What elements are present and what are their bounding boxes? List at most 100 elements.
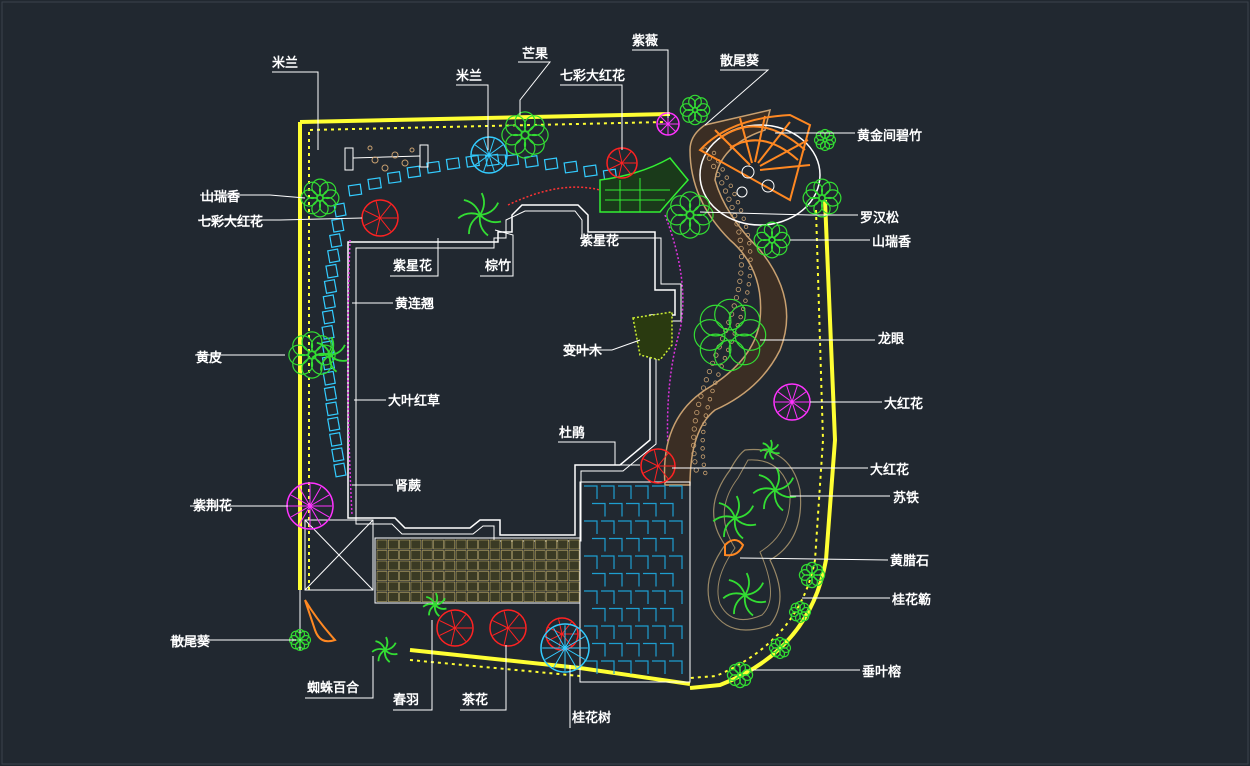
palm-symbol <box>422 592 447 617</box>
label-spider-lily: 蜘蛛百合 <box>307 680 360 696</box>
pool-tile <box>626 642 640 657</box>
paver <box>410 560 422 571</box>
pool-tile <box>660 642 674 657</box>
stepping-stone <box>322 370 336 386</box>
gravel-dot <box>738 262 745 268</box>
gravel-dot <box>713 352 719 358</box>
paver <box>534 539 546 550</box>
paver <box>523 571 535 581</box>
paver <box>557 592 569 602</box>
paver <box>433 581 444 592</box>
paver <box>455 560 467 571</box>
pool-tile <box>618 485 632 499</box>
gravel-dot <box>707 396 713 402</box>
label-podocarpus: 罗汉松 <box>860 210 899 226</box>
leader-line <box>518 61 552 115</box>
gravel-dot <box>747 273 753 279</box>
pool-tile <box>609 642 623 657</box>
label-bauhinia: 紫荆花 <box>193 498 232 514</box>
paver <box>478 539 490 550</box>
shrub-symbol <box>300 178 340 218</box>
gravel-dot <box>706 368 713 375</box>
paver <box>455 550 467 560</box>
pool-tile <box>626 502 640 517</box>
gravel-dot <box>733 295 740 301</box>
pool-tile <box>592 642 606 657</box>
shrub-symbol <box>753 221 791 259</box>
label-tradescantia-left: 紫星花 <box>393 258 432 274</box>
paver <box>421 560 433 571</box>
leader-line <box>456 84 489 150</box>
gravel-dot <box>694 409 700 416</box>
pool-tile <box>609 537 623 552</box>
gravel-dot <box>747 249 753 254</box>
label-duranta: 黄连翘 <box>395 296 434 312</box>
leader-line <box>632 49 669 118</box>
pool-tile <box>592 607 606 622</box>
leader-line <box>390 238 439 277</box>
stepping-stone <box>347 183 363 197</box>
brick-terrace-edge <box>374 537 581 604</box>
paver <box>376 560 388 571</box>
gravel-dot <box>748 265 753 271</box>
paver <box>523 581 535 592</box>
pool-tile <box>643 607 657 622</box>
gravel-dot <box>696 401 702 407</box>
stepping-stone <box>329 431 343 447</box>
stepping-stone <box>445 157 461 171</box>
gravel-dot <box>700 385 707 391</box>
label-hibiscus-right: 大红花 <box>884 396 923 412</box>
pool-tile <box>584 625 598 639</box>
leader-line <box>560 84 623 150</box>
pool-tile <box>592 537 606 552</box>
pool-tile <box>652 590 666 604</box>
paver <box>421 539 433 550</box>
paver <box>500 539 512 550</box>
gravel-dot <box>711 163 717 170</box>
pool-tile <box>584 520 598 534</box>
paver <box>467 581 478 592</box>
paver <box>455 581 467 592</box>
tree-symbol <box>286 482 334 530</box>
shrub-symbol <box>813 128 837 152</box>
palm-symbol <box>712 495 757 540</box>
paver <box>433 539 444 550</box>
leader-lines <box>170 49 890 728</box>
palm-symbol <box>752 467 797 512</box>
paver <box>410 539 422 550</box>
paver <box>399 592 410 602</box>
paver <box>523 550 535 560</box>
gravel-dot <box>698 393 704 399</box>
label-camellia: 茶花 <box>462 692 488 708</box>
paver <box>512 581 523 592</box>
leader-line <box>460 645 507 711</box>
paver <box>523 592 535 602</box>
gravel-dot <box>711 150 717 156</box>
fan-palm-symbol <box>304 599 337 643</box>
paver <box>444 560 456 571</box>
label-golden-bamboo: 黄金间碧竹 <box>857 128 922 144</box>
pool-tile <box>635 485 649 499</box>
pool-tile <box>643 642 657 657</box>
leader-line <box>480 229 514 277</box>
stepping-stone <box>325 401 339 417</box>
leader-line <box>558 441 640 466</box>
leader-line <box>739 557 889 561</box>
label-croton: 变叶木 <box>563 343 603 359</box>
label-milan-top: 米兰 <box>456 68 482 84</box>
stepping-stone <box>323 278 338 294</box>
label-mango: 芒果 <box>522 46 548 62</box>
gravel-dot <box>691 434 697 440</box>
label-osmanthus-hedge: 桂花簕 <box>891 592 931 608</box>
label-azalea: 杜鹃 <box>559 425 585 441</box>
paver <box>568 581 580 592</box>
gravel-dot <box>736 229 742 235</box>
stepping-stone <box>322 294 336 310</box>
paver <box>387 539 399 550</box>
pool-tile <box>601 660 615 674</box>
label-wampee: 黄皮 <box>196 350 222 366</box>
pool-tile <box>660 607 674 622</box>
paver <box>534 571 546 581</box>
